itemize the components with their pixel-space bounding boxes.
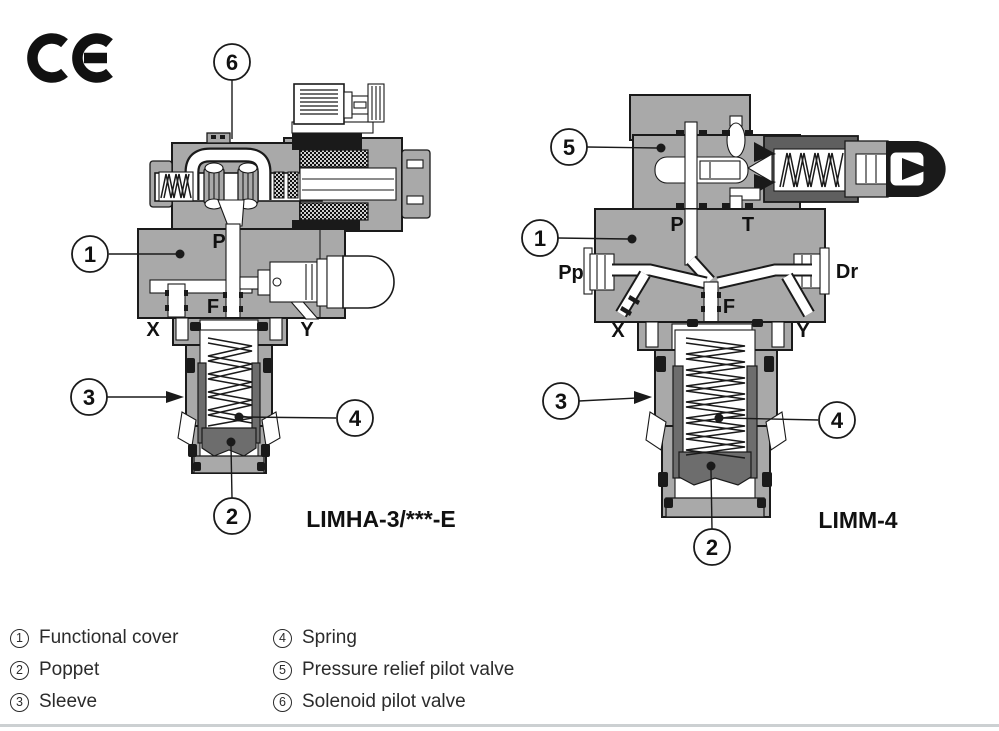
bottom-separator	[0, 724, 999, 727]
legend-item-number: 5	[273, 660, 292, 680]
retaining-nut	[401, 149, 431, 219]
svg-text:5: 5	[563, 135, 575, 160]
svg-text:1: 1	[534, 226, 546, 251]
port-label-t: T	[742, 214, 754, 236]
legend-item-number: 1	[10, 628, 29, 648]
callout-5-pressure-relief-pilot-valve: 5	[550, 128, 666, 166]
legend-item: 5 Pressure relief pilot valve	[273, 657, 514, 683]
svg-text:2: 2	[226, 504, 238, 529]
port-label-dr: Dr	[836, 261, 858, 283]
legend-item: 6 Solenoid pilot valve	[273, 689, 466, 715]
x-plug	[167, 283, 186, 318]
legend-item-label: Sleeve	[39, 691, 98, 712]
callout-1-functional-cover: 1	[71, 235, 185, 273]
bottom-cap	[665, 497, 765, 518]
callout-4-spring: 4	[234, 399, 374, 437]
functional-cover-section	[137, 223, 395, 320]
spool-lands	[203, 162, 259, 210]
o-rings	[656, 319, 774, 508]
o-rings	[186, 322, 272, 471]
check-poppet	[726, 122, 746, 158]
port-label-x: X	[611, 320, 625, 342]
svg-text:3: 3	[555, 389, 567, 414]
legend-item: 4 Spring	[273, 625, 357, 651]
solenoid-pilot-valve-section	[149, 83, 431, 232]
svg-text:4: 4	[831, 408, 844, 433]
port-label-pp: Pp	[558, 262, 584, 284]
legend-item-label: Poppet	[39, 659, 100, 680]
legend-item-label: Pressure relief pilot valve	[302, 659, 515, 680]
f-plug	[703, 281, 719, 323]
diagram-caption-limm: LIMM-4	[818, 507, 897, 533]
legend-item: 1 Functional cover	[10, 625, 178, 651]
port-label-p: P	[212, 231, 225, 253]
valve-diagram-limm: P T Pp Dr X F Y 5 1	[521, 94, 946, 566]
callout-1-functional-cover: 1	[521, 219, 637, 257]
dome-cap	[342, 255, 395, 309]
legend-item-label: Solenoid pilot valve	[302, 691, 466, 712]
port-label-f: F	[723, 296, 735, 318]
technical-diagram: P F X Y 6 1 3	[27, 33, 946, 566]
dr-tab	[819, 247, 830, 295]
legend-item-number: 6	[273, 692, 292, 712]
vent-screw	[206, 132, 231, 144]
electrical-connector	[291, 83, 385, 134]
functional-cover-section-right	[583, 208, 830, 323]
callout-2-poppet: 2	[693, 461, 731, 566]
svg-text:1: 1	[84, 242, 96, 267]
legend-item-number: 4	[273, 628, 292, 648]
thread-ticks	[165, 290, 243, 312]
legend-item-label: Functional cover	[39, 627, 179, 648]
legend-item: 3 Sleeve	[10, 689, 97, 715]
legend-item-label: Spring	[302, 627, 357, 648]
thread-ticks-right	[620, 292, 721, 316]
pp-plug	[589, 253, 615, 291]
valve-diagram-limha: P F X Y 6 1 3	[70, 43, 456, 535]
svg-text:2: 2	[706, 535, 718, 560]
callouts-right: 5 1 3 4	[521, 128, 856, 566]
port-label-f: F	[207, 296, 219, 318]
port-label-y: Y	[300, 319, 314, 341]
pilot-relief-component	[239, 255, 395, 309]
seal-dots	[676, 130, 753, 209]
port-label-y: Y	[796, 320, 810, 342]
poppet	[678, 451, 752, 486]
legend-item-number: 3	[10, 692, 29, 712]
callouts: 6 1 3 4	[70, 43, 374, 535]
bottom-cap	[193, 455, 265, 474]
callout-6-solenoid-pilot-valve: 6	[213, 43, 251, 139]
callout-4-spring: 4	[714, 401, 856, 439]
armature-tube	[299, 167, 397, 201]
legend-item-number: 2	[10, 660, 29, 680]
diagram-caption-limha: LIMHA-3/***-E	[306, 506, 456, 532]
p-f-channel	[225, 223, 241, 319]
port-labels: P F X Y	[146, 231, 314, 341]
cartridge-section	[172, 317, 288, 474]
callout-3-sleeve: 3	[542, 382, 652, 420]
callout-2-poppet: 2	[213, 437, 251, 535]
port-labels-right: P T Pp Dr X F Y	[558, 214, 858, 342]
callout-3-sleeve: 3	[70, 378, 184, 416]
port-label-x: X	[146, 319, 160, 341]
main-spring	[685, 337, 746, 459]
main-spring	[207, 337, 253, 427]
svg-text:3: 3	[83, 385, 95, 410]
svg-text:4: 4	[349, 406, 362, 431]
svg-text:6: 6	[226, 50, 238, 75]
pilot-spring	[160, 173, 192, 199]
p-funnel	[217, 199, 245, 227]
ce-mark-icon	[27, 33, 113, 83]
port-label-p: P	[670, 214, 683, 236]
relief-spring	[779, 152, 844, 188]
legend-item: 2 Poppet	[10, 657, 99, 683]
